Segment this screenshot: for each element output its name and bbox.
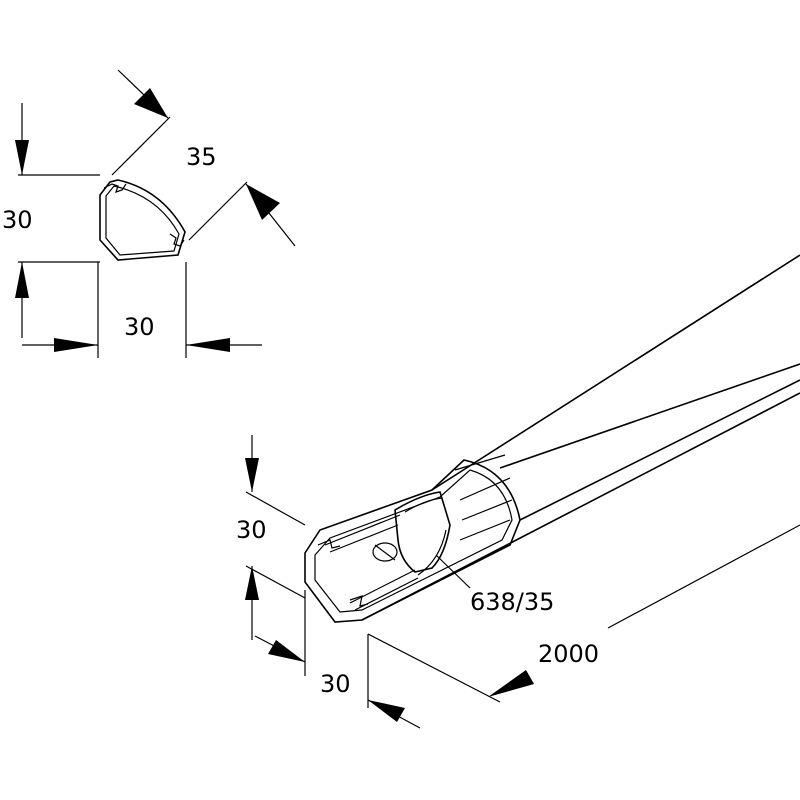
iso-duct (304, 254, 800, 623)
arrow-head (15, 140, 29, 175)
arrow-head (245, 566, 259, 600)
duct-upper-edge (499, 363, 800, 469)
arrow-head (246, 184, 280, 220)
duct-end-profile (304, 459, 521, 623)
duct-top-edge (431, 254, 800, 491)
part-label: 638/35 (470, 588, 554, 616)
iso-width-dimension: 30 (254, 590, 421, 729)
duct-inner-wall (314, 469, 513, 613)
duct-clip-top (317, 539, 341, 549)
profile-height-label: 30 (2, 206, 33, 234)
profile-width-label: 30 (124, 313, 155, 341)
profile-section (99, 179, 186, 261)
duct-lower-edge (519, 379, 800, 521)
arrow-head (134, 88, 168, 118)
arrow-head (245, 458, 259, 492)
clamp-band (394, 491, 451, 573)
arrow-head (15, 262, 29, 298)
diagonal-dimension-label: 35 (186, 143, 217, 171)
arrow-head (488, 670, 534, 697)
duct-clip-bottom (349, 595, 369, 607)
profile-clip-top (103, 183, 127, 193)
arrow-head (268, 640, 305, 662)
leader-line (435, 554, 471, 589)
part-label-callout: 638/35 (435, 554, 554, 616)
profile-height-dimension: 30 (2, 103, 100, 338)
length-dimension-label: 2000 (538, 640, 599, 668)
iso-width-label: 30 (320, 670, 351, 698)
arrow-head (368, 700, 405, 722)
arrow-head (186, 338, 230, 352)
slot-hole (372, 542, 398, 562)
profile-diagonal-dimension: 35 (111, 69, 296, 247)
profile-clip-right (169, 233, 185, 247)
iso-height-dimension: 30 (236, 435, 306, 640)
iso-height-label: 30 (236, 516, 267, 544)
profile-outline (99, 179, 186, 261)
arrow-head (54, 338, 98, 352)
profile-inner-outline (105, 185, 180, 256)
iso-length-dimension: 2000 (367, 524, 800, 703)
profile-width-dimension: 30 (22, 262, 262, 358)
